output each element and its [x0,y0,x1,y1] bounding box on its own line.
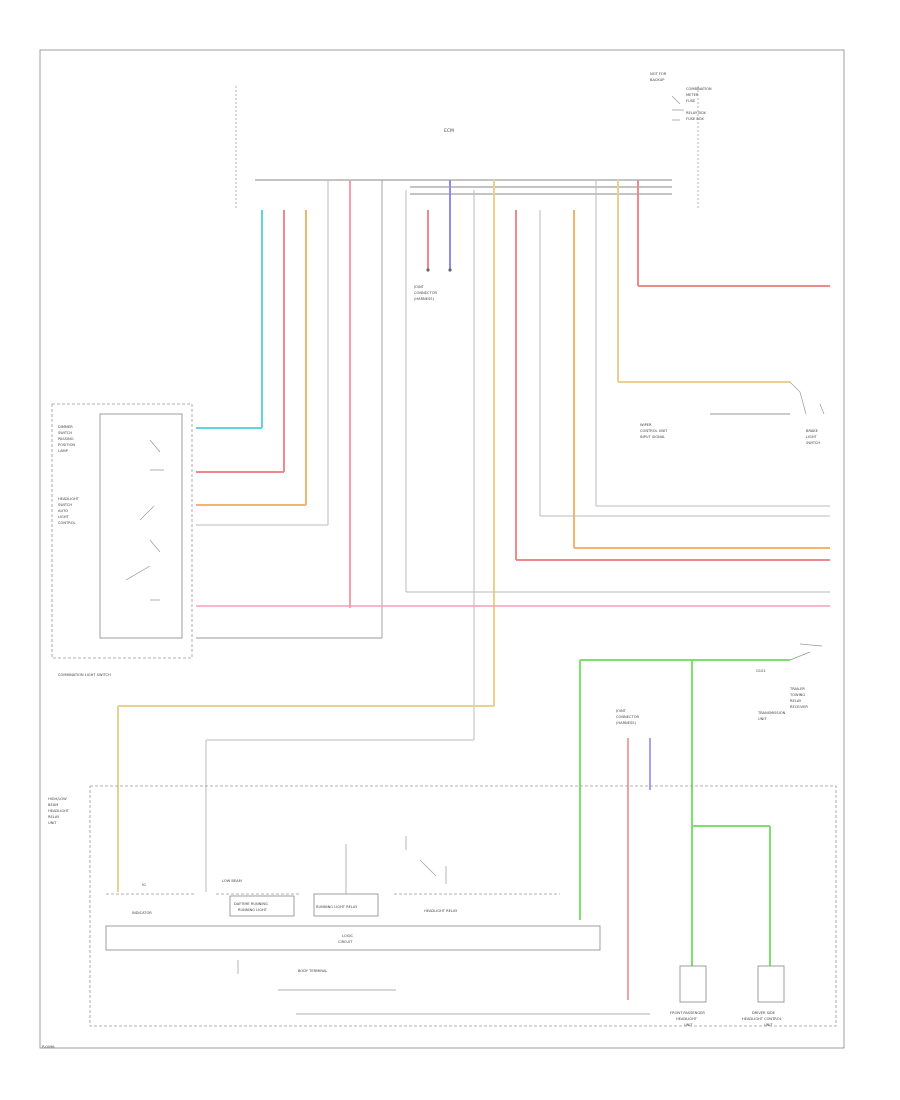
svg-text:INDICATOR: INDICATOR [132,911,152,915]
svg-text:POSITION: POSITION [58,443,75,447]
svg-text:TOWING: TOWING [789,693,805,697]
svg-text:CONTROL: CONTROL [58,521,76,525]
combination-light-switch: COMBINATION LIGHT SWITCH DIMMER SWITCH P… [51,403,193,677]
svg-text:NOT FOR: NOT FOR [650,72,667,76]
svg-text:DAYTIME RUNNING: DAYTIME RUNNING [234,902,268,906]
brake-light-switch: BRAKE LIGHT SWITCH WIPER CONTROL UNIT IN… [640,381,825,445]
page-ref: P-0096 [42,1045,55,1049]
logic-circuit: LOGIC CIRCUIT BODY TERMINAL [105,925,650,1015]
svg-text:IG: IG [142,883,146,887]
ecu-wires [261,180,639,740]
lower-module: HIGH/LOW BEAM HEADLIGHT RELAY UNIT IG IN… [48,785,837,1027]
svg-text:METER: METER [686,93,699,97]
svg-text:BACKUP: BACKUP [650,78,665,82]
svg-text:UNIT: UNIT [758,717,767,721]
svg-text:WIPER: WIPER [640,423,652,427]
joint-connector-1: JOINT CONNECTOR (HARNESS) [413,268,452,301]
svg-text:RELAY BOX: RELAY BOX [686,111,706,115]
svg-text:UNIT: UNIT [764,1023,773,1027]
top-right-switch [671,95,684,121]
joint-connector-2: JOINT CONNECTOR (HARNESS) [615,709,640,725]
svg-text:HIGH/LOW: HIGH/LOW [48,797,67,801]
svg-text:LOW BEAM: LOW BEAM [222,879,242,883]
svg-text:SWITCH: SWITCH [58,503,72,507]
svg-text:FUSE: FUSE [686,99,696,103]
svg-text:JOINT: JOINT [615,709,627,713]
svg-text:AUTO: AUTO [58,509,68,513]
svg-text:RUNNING LIGHT RELAY: RUNNING LIGHT RELAY [316,905,358,909]
svg-text:LAMP: LAMP [58,449,69,453]
horizontal-wires [117,285,830,1000]
svg-text:LIGHT: LIGHT [58,515,70,519]
svg-text:HEADLIGHT: HEADLIGHT [48,809,70,813]
svg-text:FRONT PASSENGER: FRONT PASSENGER [670,1011,705,1015]
right-notes-block: G101 TRAILER TOWING RELAY RECEIVER TRANS… [756,643,823,721]
svg-text:LOGIC: LOGIC [342,934,354,938]
svg-text:SWITCH: SWITCH [58,431,72,435]
ecu-label: ECM [444,128,454,134]
svg-text:BRAKE: BRAKE [806,429,819,433]
svg-text:(HARNESS): (HARNESS) [414,297,435,301]
svg-text:CONTROL UNIT: CONTROL UNIT [640,429,668,433]
svg-text:DRIVER SIDE: DRIVER SIDE [752,1011,776,1015]
svg-text:BODY TERMINAL: BODY TERMINAL [298,969,327,973]
svg-text:CONNECTOR: CONNECTOR [616,715,640,719]
diagram-border [39,49,845,1049]
svg-text:CONNECTOR: CONNECTOR [414,291,438,295]
svg-text:G101: G101 [756,669,766,673]
svg-text:FUSE BOX: FUSE BOX [686,117,704,121]
svg-text:RECEIVER: RECEIVER [790,705,808,709]
svg-text:LIGHT: LIGHT [806,435,818,439]
svg-text:CIRCUIT: CIRCUIT [338,940,353,944]
svg-text:HEADLIGHT RELAY: HEADLIGHT RELAY [424,909,458,913]
svg-text:JOINT: JOINT [413,285,425,289]
svg-text:DIMMER: DIMMER [58,425,73,429]
svg-text:INPUT SIGNAL: INPUT SIGNAL [640,435,665,439]
svg-text:HEADLIGHT: HEADLIGHT [676,1017,698,1021]
svg-text:TRAILER: TRAILER [789,687,805,691]
svg-text:UNIT: UNIT [48,821,57,825]
svg-text:UNIT: UNIT [684,1023,693,1027]
svg-text:COMBINATION: COMBINATION [686,87,712,91]
svg-text:TRANSMISSION: TRANSMISSION [757,711,786,715]
svg-text:PASSING: PASSING [58,437,74,441]
top-right-switch-label: NOT FOR BACKUP [650,72,667,82]
svg-text:RUNNING LIGHT: RUNNING LIGHT [238,908,268,912]
svg-text:HEADLIGHT CONTROL: HEADLIGHT CONTROL [742,1017,782,1021]
svg-text:COMBINATION LIGHT SWITCH: COMBINATION LIGHT SWITCH [58,673,111,677]
svg-text:RELAY: RELAY [48,815,60,819]
svg-text:SWITCH: SWITCH [806,441,820,445]
svg-text:(HARNESS): (HARNESS) [616,721,637,725]
top-right-notes: COMBINATION METER FUSE RELAY BOX FUSE BO… [686,87,712,121]
svg-text:BEAM: BEAM [48,803,58,807]
bottom-units: FRONT PASSENGER HEADLIGHT UNIT DRIVER SI… [670,965,785,1027]
svg-text:RELAY: RELAY [790,699,802,703]
svg-text:HEADLIGHT: HEADLIGHT [58,497,80,501]
